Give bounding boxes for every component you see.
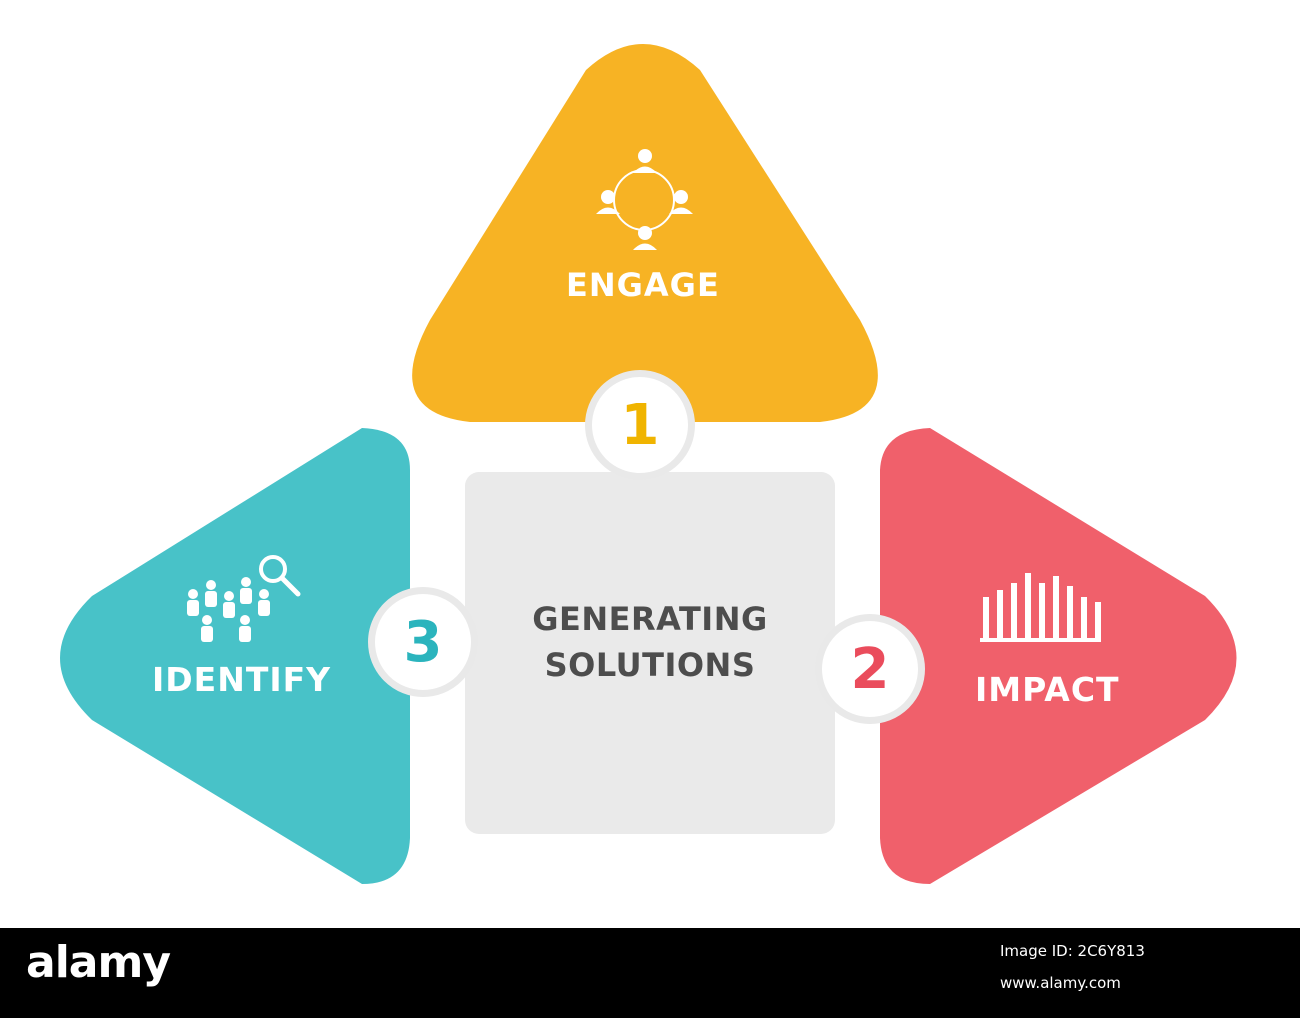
- footer-brand: alamy: [26, 937, 171, 988]
- impact-label: IMPACT: [975, 670, 1120, 709]
- center-box: [465, 472, 835, 834]
- footer-url: www.alamy.com: [1000, 974, 1121, 992]
- impact-shape: [880, 428, 1237, 884]
- team-network-icon: [596, 149, 693, 250]
- step-3-badge: 3: [368, 587, 478, 697]
- bar-chart-icon: [980, 573, 1101, 642]
- footer-image-id: Image ID: 2C6Y813: [1000, 942, 1145, 960]
- step-2-badge: 2: [815, 614, 925, 724]
- center-title-line-1: GENERATING: [532, 600, 768, 638]
- people-search-icon: [187, 555, 301, 642]
- identify-shape: [60, 428, 410, 884]
- center-title-line-2: SOLUTIONS: [544, 646, 756, 684]
- engage-label: ENGAGE: [566, 266, 720, 304]
- watermark-footer: [0, 928, 1300, 1018]
- identify-label: IDENTIFY: [152, 660, 332, 699]
- step-1-badge: 1: [585, 370, 695, 480]
